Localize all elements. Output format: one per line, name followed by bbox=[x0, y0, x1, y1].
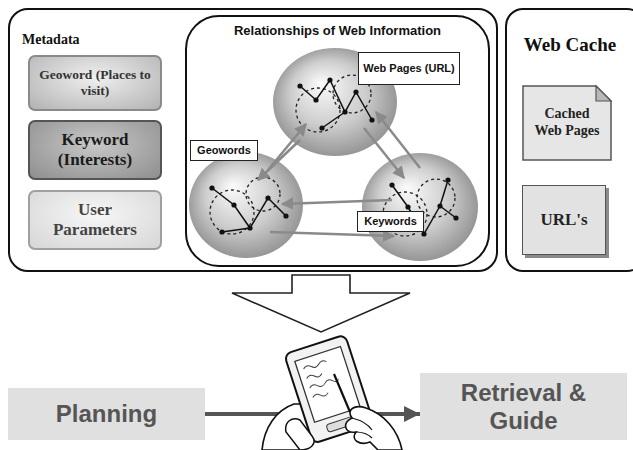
network-dot bbox=[453, 215, 458, 220]
relation-arrow bbox=[270, 232, 394, 236]
document-box: Cached Web Pages bbox=[522, 85, 612, 161]
relation-arrows bbox=[258, 112, 420, 236]
network-dot bbox=[369, 117, 374, 122]
network-dot bbox=[247, 225, 252, 230]
box-label: Geowords bbox=[197, 144, 251, 156]
flow-down-arrow bbox=[232, 275, 410, 332]
box-label: User Parameters bbox=[38, 200, 152, 239]
url-box: URL's bbox=[522, 185, 606, 255]
keywords-sphere bbox=[362, 153, 478, 261]
box-label: Geoword (Places to visit) bbox=[35, 67, 155, 98]
network-dot bbox=[342, 109, 347, 114]
network-dot bbox=[319, 125, 324, 130]
panel-heading: Relationships of Web Information bbox=[187, 23, 488, 39]
network-dot bbox=[445, 177, 450, 182]
network-dot bbox=[297, 83, 302, 88]
dotted-cluster bbox=[210, 190, 254, 234]
relation-arrow bbox=[268, 124, 306, 170]
network-dot bbox=[353, 89, 358, 94]
box-label: Retrieval & Guide bbox=[428, 379, 619, 434]
metadata-box: User Parameters bbox=[28, 190, 162, 250]
relationship-panel: Relationships of Web InformationWeb Page… bbox=[185, 15, 490, 267]
relation-arrow bbox=[282, 200, 392, 204]
stage-box: Planning bbox=[8, 388, 205, 440]
box-label: Planning bbox=[56, 400, 157, 428]
metadata-panel: MetadataGeoword (Places to visit) Keyword… bbox=[8, 8, 498, 272]
box-label: Keyword (Interests) bbox=[38, 130, 152, 169]
network-line bbox=[440, 180, 448, 206]
network-line bbox=[222, 228, 250, 232]
metadata-box: Geoword (Places to visit) bbox=[28, 55, 162, 111]
network-line bbox=[300, 80, 372, 120]
relation-arrow bbox=[258, 140, 300, 180]
cache-panel: Web CacheCached Web PagesURL's bbox=[505, 8, 633, 272]
box-label: Web Pages (URL) bbox=[363, 62, 454, 74]
network-dot bbox=[265, 195, 270, 200]
network-dot bbox=[437, 203, 442, 208]
network-line bbox=[322, 112, 345, 128]
sphere-group bbox=[189, 48, 478, 261]
relation-arrow bbox=[376, 112, 420, 168]
sphere-label: Keywords bbox=[357, 211, 424, 232]
sphere-label: Geowords bbox=[190, 140, 258, 161]
box-label: Keywords bbox=[364, 215, 417, 227]
network-dot bbox=[313, 97, 318, 102]
network-dot bbox=[389, 182, 394, 187]
network-dot bbox=[219, 229, 224, 234]
right-hand bbox=[346, 407, 402, 450]
finger-lines bbox=[352, 418, 372, 438]
pda-hands bbox=[262, 335, 402, 450]
panel-heading: Metadata bbox=[22, 32, 162, 49]
document-outline bbox=[523, 86, 611, 160]
box-label: Cached Web Pages bbox=[530, 106, 604, 140]
network-dot bbox=[421, 231, 426, 236]
network-line bbox=[212, 188, 286, 228]
sphere-label: Web Pages (URL) bbox=[358, 52, 460, 85]
metadata-box: Keyword (Interests) bbox=[28, 120, 162, 180]
network-dot bbox=[231, 202, 236, 207]
relation-arrow bbox=[364, 128, 404, 178]
box-label: URL's bbox=[540, 210, 587, 230]
stage-box: Retrieval & Guide bbox=[420, 373, 627, 440]
network-dot bbox=[209, 185, 214, 190]
network-dot bbox=[405, 204, 410, 209]
dotted-cluster bbox=[296, 88, 340, 132]
left-thumb bbox=[286, 419, 314, 450]
document-fold bbox=[596, 86, 611, 101]
network-dot bbox=[283, 213, 288, 218]
stylus bbox=[334, 374, 350, 412]
panel-heading: Web Cache bbox=[507, 34, 633, 57]
network-dot bbox=[327, 77, 332, 82]
